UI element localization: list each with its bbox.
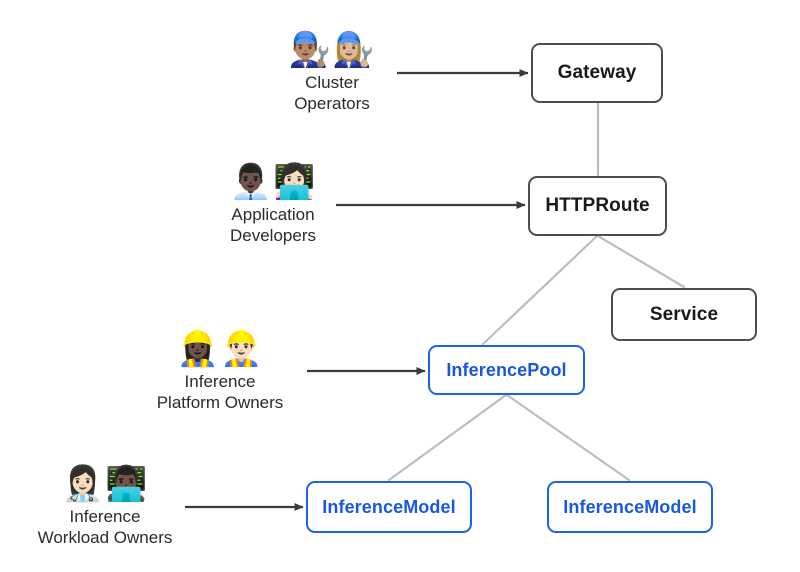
node-inferencemodel-2-label: InferenceModel — [563, 496, 697, 517]
edge-httproute-inferencepool — [481, 234, 599, 346]
node-httproute-label: HTTPRoute — [545, 195, 650, 216]
scientist-technologist-pair-icon: 👩🏻‍⚕️👨🏿‍💻 — [61, 465, 149, 503]
node-gateway[interactable]: Gateway — [531, 43, 663, 103]
mechanic-pair-icon: 👨🏽‍🔧👩🏼‍🔧 — [288, 31, 376, 69]
node-gateway-label: Gateway — [557, 62, 637, 83]
node-service-label: Service — [649, 303, 719, 325]
persona-inference-workload-owners: 👩🏻‍⚕️👨🏿‍💻 Inference Workload Owners — [10, 464, 200, 548]
office-worker-technologist-pair-icon: 👨🏿‍💼👩🏻‍💻 — [229, 163, 317, 201]
node-service[interactable]: Service — [611, 288, 757, 341]
persona-cluster-operators: 👨🏽‍🔧👩🏼‍🔧 Cluster Operators — [237, 30, 427, 114]
persona-inference-workload-owners-label: Inference Workload Owners — [37, 507, 173, 547]
construction-worker-pair-icon: 👷🏿‍♀️👷🏻‍♂️ — [176, 330, 264, 368]
edge-inferencepool-inferencemodel2 — [505, 393, 631, 482]
persona-application-developers-label: Application Developers — [230, 205, 316, 245]
persona-application-developers: 👨🏿‍💼👩🏻‍💻 Application Developers — [178, 162, 368, 246]
persona-cluster-operators-label: Cluster Operators — [294, 73, 370, 113]
node-httproute[interactable]: HTTPRoute — [528, 176, 667, 236]
node-inferencemodel-1-label: InferenceModel — [322, 496, 456, 517]
persona-inference-platform-owners-label: Inference Platform Owners — [156, 372, 284, 412]
persona-inference-platform-owners: 👷🏿‍♀️👷🏻‍♂️ Inference Platform Owners — [125, 329, 315, 413]
edge-httproute-service — [596, 234, 686, 289]
edge-inferencepool-inferencemodel1 — [387, 393, 508, 482]
node-inferencepool[interactable]: InferencePool — [428, 345, 585, 395]
node-inferencepool-label: InferencePool — [446, 359, 567, 380]
node-inferencemodel-2[interactable]: InferenceModel — [547, 481, 713, 533]
node-inferencemodel-1[interactable]: InferenceModel — [306, 481, 472, 533]
